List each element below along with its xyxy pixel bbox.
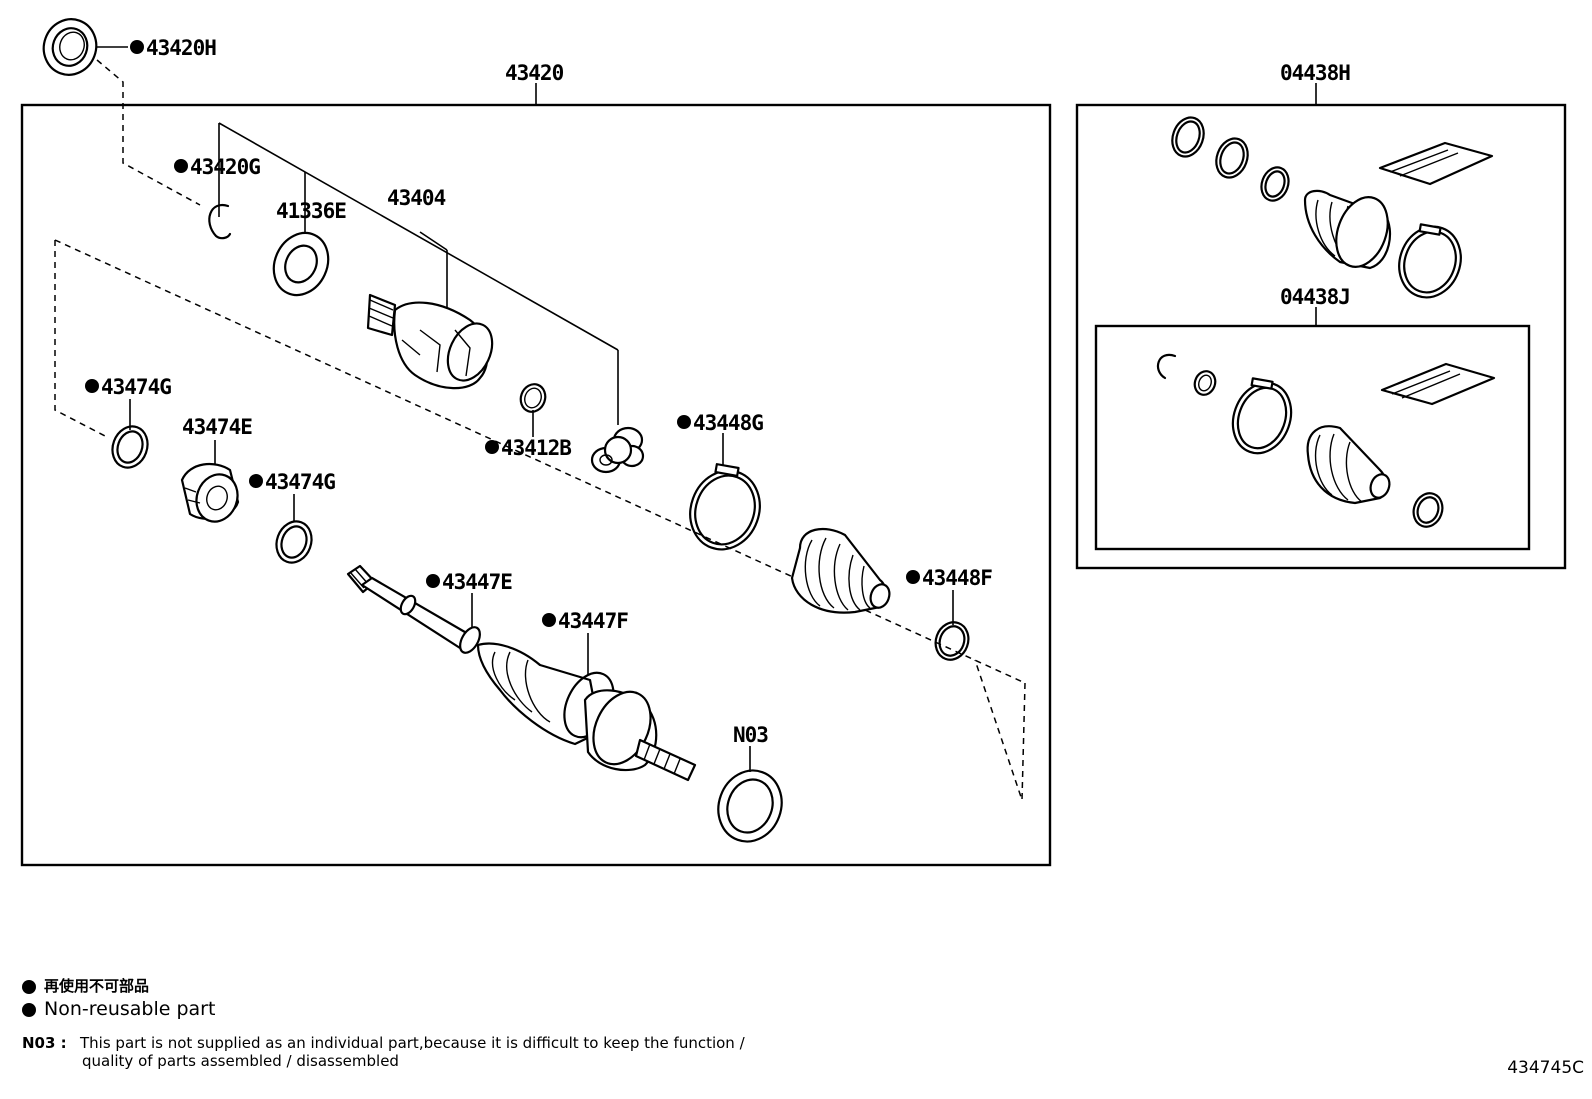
non-reusable-marker [677, 415, 691, 429]
small-clamp-43448F-icon [934, 621, 970, 661]
legend-jp-text: 再使用不可部品 [44, 977, 150, 995]
label-43448F: 43448F [922, 566, 992, 590]
kit-grease-pack-04438H-icon [1378, 141, 1494, 186]
circlip-43412B-icon [519, 383, 547, 413]
ring-43474G-a-icon [111, 425, 149, 469]
kit-boot-04438J-icon [1306, 425, 1391, 505]
note-N03: N03 : This part is not supplied as an ind… [22, 1034, 745, 1070]
non-reusable-marker [249, 474, 263, 488]
assembly-box-43420 [20, 103, 1052, 867]
kit-clamp-04438H-icon [1398, 223, 1462, 299]
non-reusable-marker [130, 40, 144, 54]
figure-code: 434745C [1507, 1058, 1584, 1078]
snap-ring-43420G-icon [208, 203, 232, 240]
label-41336E: 41336E [276, 199, 346, 223]
dashed-boundary [54, 240, 108, 438]
label-43420H: 43420H [146, 36, 216, 60]
non-reusable-marker [485, 440, 499, 454]
label-43447F: 43447F [558, 609, 628, 633]
legend-english: Non-reusable part [22, 998, 215, 1020]
label-43404: 43404 [387, 186, 446, 210]
non-reusable-marker [174, 159, 188, 173]
legend-bullet-icon [22, 979, 36, 994]
label-04438J: 04438J [1280, 285, 1350, 309]
ring-43474G-b-icon [275, 520, 313, 564]
kit-snap-ring-04438J-icon [1156, 353, 1177, 380]
label-N03: N03 [733, 723, 768, 747]
note-line-2: quality of parts assembled / disassemble… [82, 1052, 399, 1070]
kit-small-clamp-04438J-icon [1412, 492, 1444, 528]
kit-rings-04438H-icon [1171, 116, 1290, 202]
non-reusable-marker [906, 570, 920, 584]
label-43412B: 43412B [501, 436, 571, 460]
non-reusable-marker [85, 379, 99, 393]
legend-japanese: 再使用不可部品 [22, 975, 149, 996]
legend-en-text: Non-reusable part [44, 998, 216, 1020]
kit-boot-04438H-icon [1303, 189, 1392, 270]
oil-seal-43420H-icon [42, 18, 98, 76]
kit-box-04438H [1075, 103, 1567, 570]
non-reusable-marker [426, 574, 440, 588]
label-43420G: 43420G [190, 155, 260, 179]
seal-N03-icon [717, 769, 783, 843]
bearing-43474E-icon [180, 462, 240, 523]
washer-41336E-icon [272, 231, 330, 297]
label-04438H: 04438H [1280, 61, 1350, 85]
inboard-boot-icon [790, 527, 891, 614]
label-43448G: 43448G [693, 411, 763, 435]
label-43474E: 43474E [182, 415, 252, 439]
kit-grease-pack-04438J-icon [1380, 362, 1496, 406]
inboard-joint-housing-43404-icon [366, 293, 494, 390]
label-43420: 43420 [505, 61, 564, 85]
label-43447E: 43447E [442, 570, 512, 594]
label-43474G-a: 43474G [101, 375, 171, 399]
note-code: N03 : [22, 1034, 67, 1052]
label-43474G-b: 43474G [265, 470, 335, 494]
kit-box-04438J [1094, 324, 1531, 551]
kit-circlip-04438J-icon [1193, 370, 1217, 396]
legend-bullet-icon [22, 1002, 36, 1017]
non-reusable-marker [542, 613, 556, 627]
boot-clamp-43448G-icon [689, 463, 761, 551]
drive-shaft-icon [346, 564, 697, 782]
tripod-joint-icon [590, 426, 645, 474]
kit-clamp-04438J-icon [1231, 377, 1293, 455]
note-line-1: This part is not supplied as an individu… [80, 1034, 745, 1052]
